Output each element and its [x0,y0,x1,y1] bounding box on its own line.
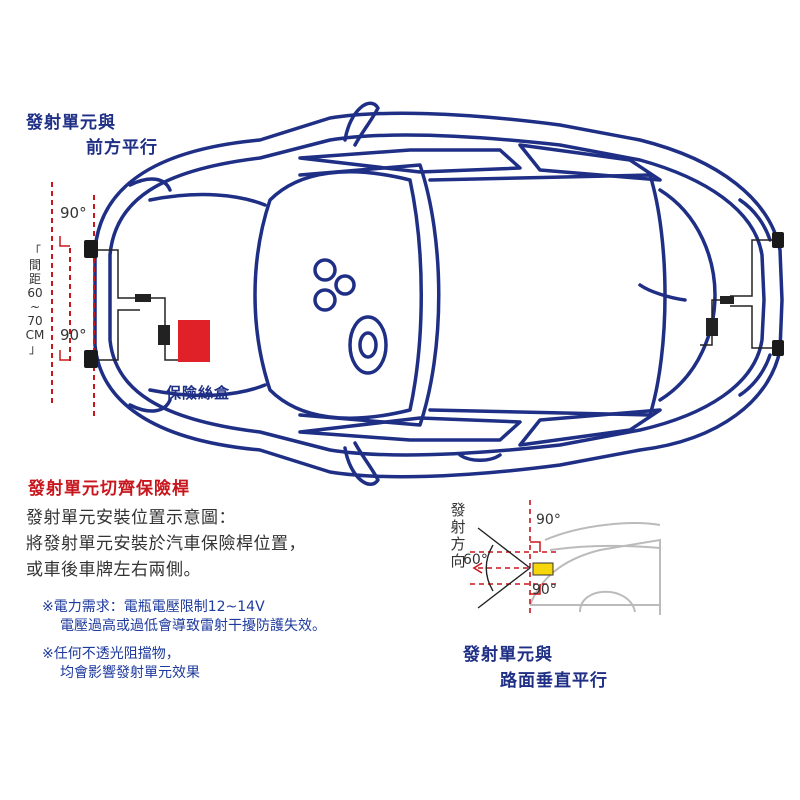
direction-char: 向 [450,552,466,570]
spacing-char: 60 [27,286,43,300]
front-parallel-title-line2: 前方平行 [86,138,158,158]
power-note: ※電力需求：電瓶電壓限制12~14V 電壓過高或過低會導致雷射干擾防護失效。 [42,598,326,636]
road-parallel-title-line2: 路面垂直平行 [500,671,608,691]
emit-direction-label: 發 射 方 向 [448,502,468,570]
angle-front-lower: 90° [60,326,87,344]
angle-side-60: 60° [463,552,488,568]
description-line: 將發射單元安裝於汽車保險桿位置， [26,534,306,554]
obstruction-note: ※任何不透光阻擋物， 均會影響發射單元效果 [42,645,200,683]
spacing-label: 「 間 距 60 ~ 70 CM 」 [24,244,46,356]
obstruction-note-line2: 均會影響發射單元效果 [60,665,200,681]
bumper-alignment-title: 發射單元切齊保險桿 [28,479,190,499]
power-note-line1: ※電力需求：電瓶電壓限制12~14V [42,599,265,615]
direction-char: 射 [450,518,466,536]
direction-char: 發 [450,501,466,519]
fuse-box [178,320,210,362]
spacing-char: 」 [28,342,41,356]
front-parallel-title-line1: 發射單元與 [26,113,116,133]
spacing-char: 70 [27,314,43,328]
angle-side-upper: 90° [536,512,561,528]
angle-front-upper: 90° [60,204,87,222]
description-line: 或車後車牌左右兩側。 [26,560,201,580]
description-line: 發射單元安裝位置示意圖： [26,508,236,528]
spacing-char: CM [25,328,45,342]
obstruction-note-line1: ※任何不透光阻擋物， [42,646,180,662]
power-note-line2: 電壓過高或過低會導致雷射干擾防護失效。 [60,618,326,634]
spacing-char: 間 [28,258,41,272]
description-block: 發射單元安裝位置示意圖： 將發射單元安裝於汽車保險桿位置， 或車後車牌左右兩側。 [26,505,306,583]
fuse-box-label: 保險絲盒 [166,384,231,402]
angle-side-lower: 90° [532,582,557,598]
side-view-illustration [470,500,661,615]
spacing-char: ~ [29,300,41,314]
road-parallel-title-line1: 發射單元與 [463,645,553,665]
spacing-char: 距 [28,272,41,286]
spacing-char: 「 [28,244,41,258]
direction-char: 方 [450,535,466,553]
